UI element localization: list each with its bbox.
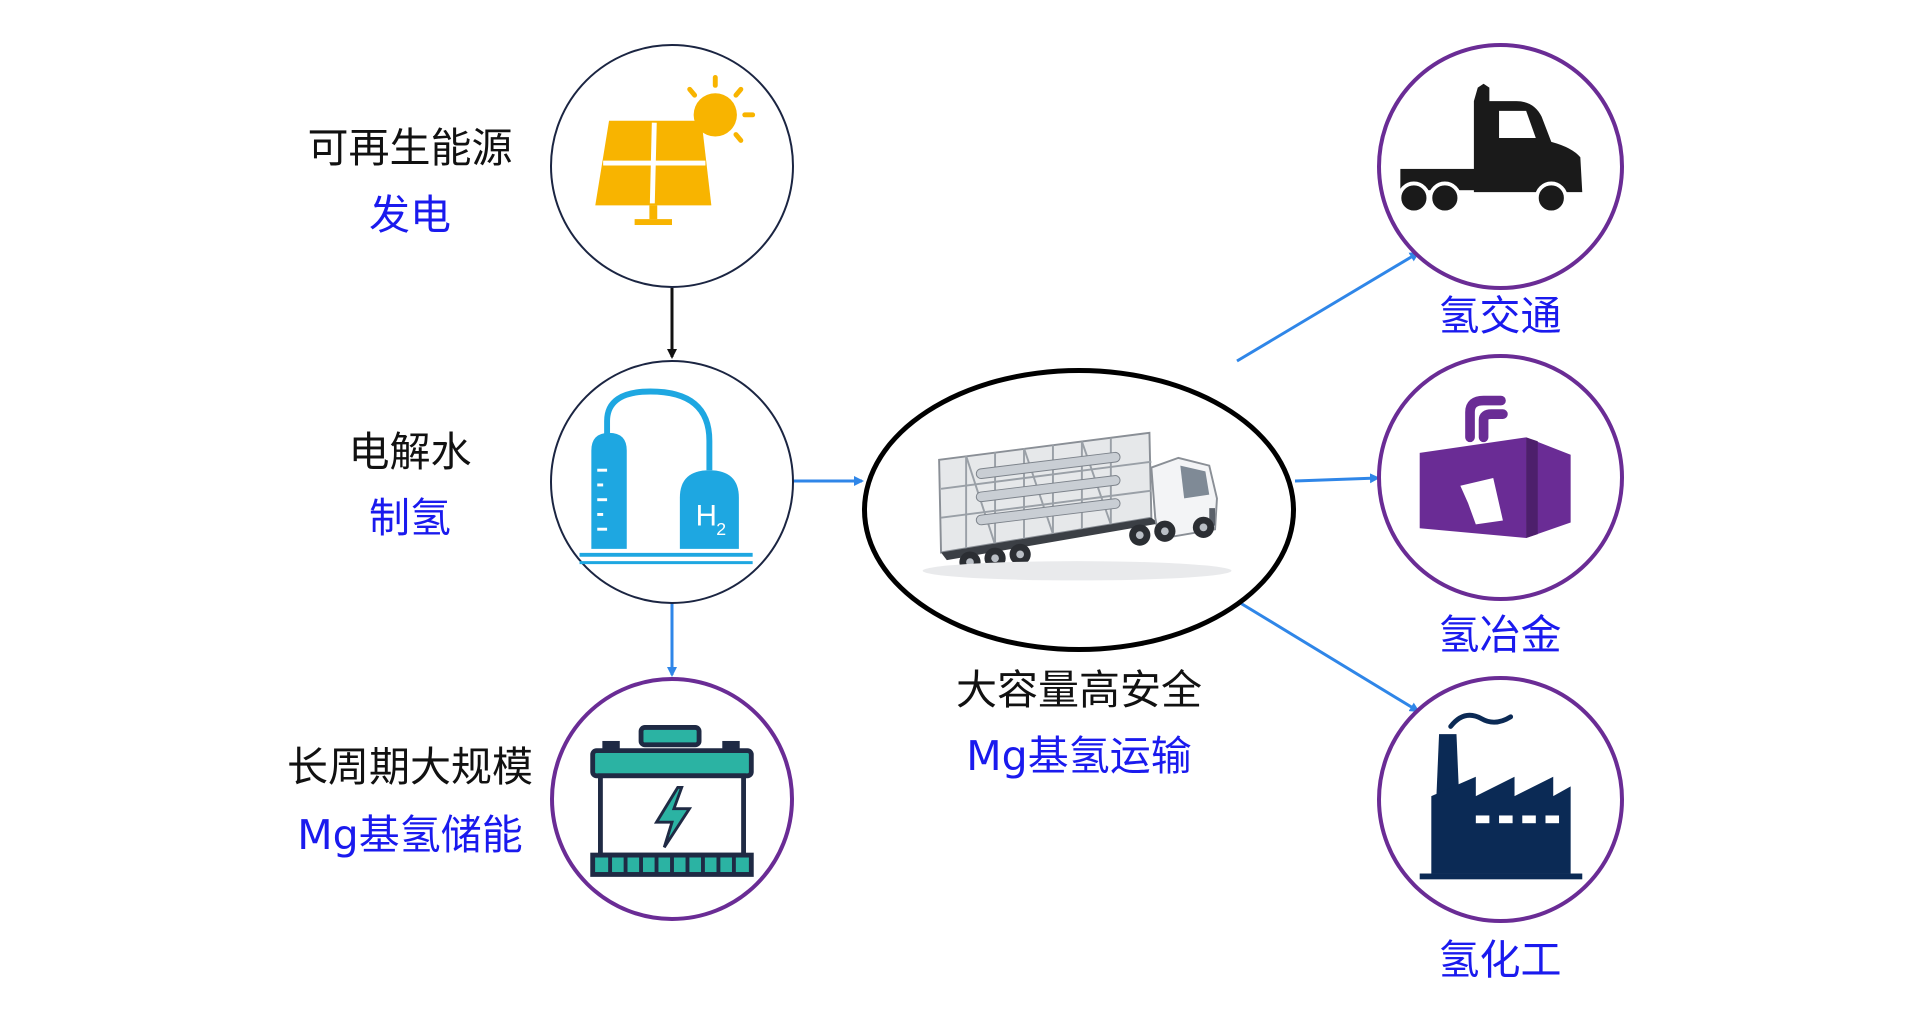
transport-label-line1: 大容量高安全: [956, 666, 1202, 714]
electrolysis-node: H 2: [550, 360, 794, 604]
h2-symbol: H: [696, 499, 717, 532]
electrolyzer-icon: H 2: [579, 388, 753, 565]
storage-label-line2: Mg基氢储能: [297, 811, 523, 859]
solar-label-line1: 可再生能源: [307, 124, 513, 172]
traffic-node: [1377, 43, 1624, 290]
h2-subscript: 2: [716, 519, 726, 539]
arrow-transport-to-metallurgy: [1294, 473, 1380, 484]
electrolysis-label-line1: 电解水: [348, 428, 472, 476]
factory-icon: [1419, 712, 1583, 880]
semi-truck-icon: [1397, 83, 1583, 215]
solar-panel-icon: [595, 75, 756, 226]
hydrogen-tube-trailer-image: [922, 431, 1232, 581]
metallurgy-label: 氢冶金: [1438, 611, 1562, 659]
arrow-transport-to-traffic: [1236, 251, 1420, 363]
storage-node: [550, 677, 794, 921]
furnace-icon: [1419, 395, 1571, 538]
arrow-transport-to-chemical: [1236, 599, 1420, 713]
solar-node: [550, 44, 794, 288]
battery-icon: [590, 725, 754, 877]
traffic-label: 氢交通: [1438, 292, 1562, 340]
transport-label-line2: Mg基氢运输: [966, 732, 1192, 780]
metallurgy-node: [1377, 354, 1624, 601]
chemical-label: 氢化工: [1438, 936, 1562, 984]
transport-node: [862, 368, 1296, 652]
storage-label-line1: 长周期大规模: [287, 743, 533, 791]
solar-label-line2: 发电: [369, 191, 451, 239]
chemical-node: [1377, 676, 1624, 923]
electrolysis-label-line2: 制氢: [369, 494, 451, 542]
